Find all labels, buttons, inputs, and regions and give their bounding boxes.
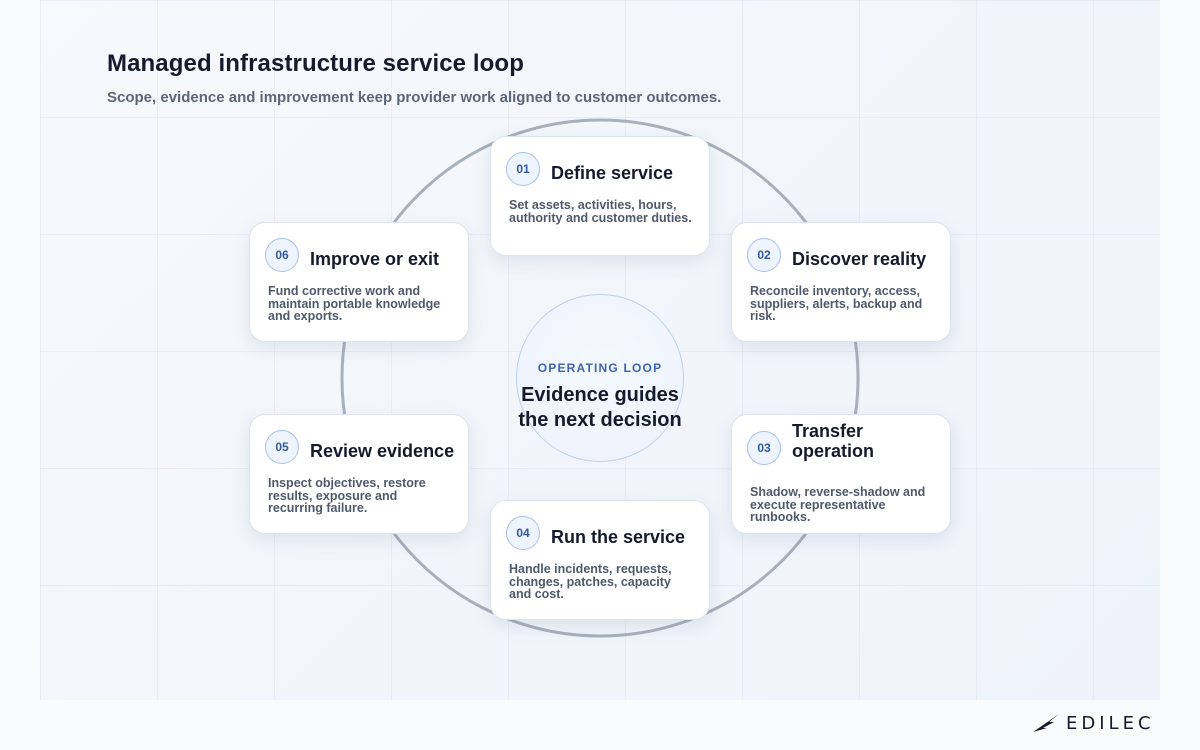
step-description: Handle incidents, requests, changes, pat…	[509, 562, 672, 601]
step-description: Shadow, reverse-shadow and execute repre…	[750, 485, 926, 524]
step-title: Discover reality	[792, 249, 927, 269]
brand-logo: EDILEC	[1032, 712, 1155, 734]
center-hub: OPERATING LOOP Evidence guides the next …	[516, 294, 684, 462]
step-card-define-service: 01 Define service Set assets, activities…	[490, 136, 710, 256]
step-title: Review evidence	[310, 441, 455, 461]
step-number-badge: 05	[265, 430, 299, 464]
wing-logo-icon	[1033, 714, 1059, 732]
step-card-transfer-operation: 03 Transfer operation Shadow, reverse-sh…	[731, 414, 951, 534]
step-title: Improve or exit	[310, 249, 440, 269]
step-number-badge: 06	[265, 238, 299, 272]
page-subtitle: Scope, evidence and improvement keep pro…	[107, 89, 722, 106]
center-text: Evidence guides the next decision	[518, 384, 682, 431]
step-card-run-the-service: 04 Run the service Handle incidents, req…	[490, 500, 710, 620]
step-number-badge: 02	[747, 238, 781, 272]
step-description: Fund corrective work and maintain portab…	[268, 284, 441, 323]
step-description: Inspect objectives, restore results, exp…	[268, 476, 426, 515]
step-description: Set assets, activities, hours, authority…	[509, 198, 692, 225]
step-title: Define service	[551, 163, 674, 183]
step-title: Transfer operation	[792, 421, 875, 461]
step-number-badge: 01	[506, 152, 540, 186]
page-title: Managed infrastructure service loop	[107, 50, 524, 77]
brand-name: EDILEC	[1066, 712, 1155, 734]
step-number-badge: 03	[747, 431, 781, 465]
step-card-improve-or-exit: 06 Improve or exit Fund corrective work …	[249, 222, 469, 342]
center-kicker: OPERATING LOOP	[537, 361, 663, 375]
step-card-discover-reality: 02 Discover reality Reconcile inventory,…	[731, 222, 951, 342]
step-card-review-evidence: 05 Review evidence Inspect objectives, r…	[249, 414, 469, 534]
step-description: Reconcile inventory, access, suppliers, …	[750, 284, 923, 323]
step-title: Run the service	[551, 527, 686, 547]
step-number-badge: 04	[506, 516, 540, 550]
